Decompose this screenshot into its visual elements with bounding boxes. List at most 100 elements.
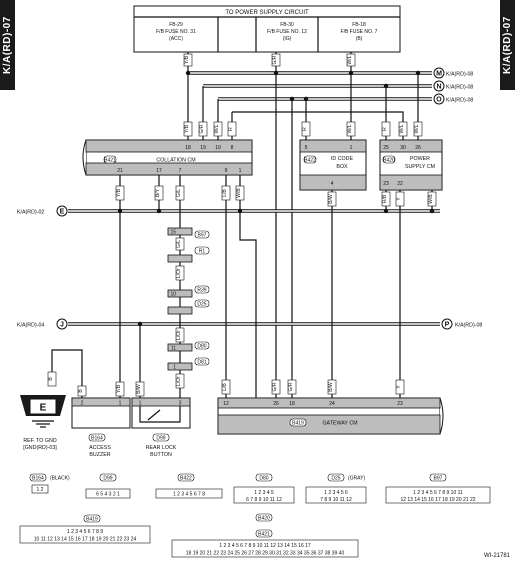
inline-connector-d80-d81: 11 1 D80 D81 L/Or xyxy=(167,341,210,389)
pin-cn5: 1 xyxy=(173,365,176,371)
legend-d25: D25 xyxy=(331,476,340,482)
wire-gl-c7: G/L xyxy=(176,189,182,197)
legend-b97-r1: 1 2 3 4 5 6 7 8 9 10 11 xyxy=(413,490,463,496)
legend-b422-pins: 1 2 3 4 5 6 7 8 xyxy=(173,492,205,498)
ref-o-letter: O xyxy=(436,97,442,104)
idcode-code: B422 xyxy=(304,158,316,164)
ref-line-j: K/A(RD)-04 J P K/A(RD)-08 xyxy=(17,318,482,330)
pin-i1: 5 xyxy=(305,145,308,151)
wire-yb-buzzer: Y/B xyxy=(116,384,122,393)
legend-b422: B422 xyxy=(180,476,192,482)
wire-lb-c8: L/B xyxy=(222,189,228,197)
pin-cn2: 10 xyxy=(170,292,176,298)
legend-b164: B164 xyxy=(32,476,44,482)
collation-bottom-pins: 21 17 7 9 1 xyxy=(117,168,241,174)
fuse-2-circuit: (IG) xyxy=(283,36,292,42)
wire-lor-2: L/Or xyxy=(176,330,182,340)
fuse-2-id: FB-30 xyxy=(280,22,294,28)
rearlock-name-2: BUTTON xyxy=(150,452,172,458)
ground-ref-2: [GND(RD)-03] xyxy=(23,445,57,451)
idcode-name-1: ID CODE xyxy=(331,156,354,162)
ref-m-label: K/A(RD)-08 xyxy=(446,72,473,78)
legend-b419-r1: 1 2 3 4 5 6 7 8 9 xyxy=(67,529,103,535)
wire-wb-c9: W/B xyxy=(236,188,242,198)
conn-d25: D25 xyxy=(197,302,206,308)
wire-rb-p4: R/B xyxy=(382,194,388,203)
pin-r1: 1 xyxy=(139,401,142,407)
wire-yb-c1: Y/B xyxy=(184,124,190,133)
id-code-box: B422 ID CODE BOX 5 1 4 R W/L xyxy=(299,121,367,191)
ref-p-label: K/A(RD)-08 xyxy=(455,323,482,329)
wire-bw-i3: B/W xyxy=(328,194,334,204)
pin-c7: 7 xyxy=(179,168,182,174)
wire-y-g5: Y xyxy=(396,385,402,389)
connector-legend: B164 (BLACK) 1 2 D99 6 5 4 3 2 1 B422 1 … xyxy=(19,473,491,558)
pin-p2: 30 xyxy=(400,145,406,151)
legend-b419: B419 xyxy=(86,517,98,523)
collation-cm: B421 COLLATION CM xyxy=(82,139,253,176)
legend-b421: B421 xyxy=(258,532,270,538)
fuse-1-circuit: (ACC) xyxy=(169,36,183,42)
pin-b2: 1 xyxy=(119,401,122,407)
wire-wl-i2: W/L xyxy=(347,124,353,133)
gateway-name: GATEWAY CM xyxy=(322,421,357,427)
wire-gr-c2: G/R xyxy=(199,124,205,133)
wire-bw-g4: B/W xyxy=(328,382,334,392)
figure-id: WI-21781 xyxy=(484,553,511,559)
ground-ref-1: REF. TO GND xyxy=(23,438,57,444)
rearlock-code: D99 xyxy=(156,436,165,442)
pin-i3: 4 xyxy=(331,181,334,187)
wire-lor-3: L/Or xyxy=(176,376,182,386)
pin-p5: 22 xyxy=(397,181,403,187)
access-buzzer: 2 1 Y/B B164 ACCESS BUZZER xyxy=(71,381,131,458)
upper-wire-labels: Y/B G/R W/L xyxy=(183,53,356,67)
legend-b420-r1: 1 2 3 4 5 6 7 8 9 10 11 12 13 14 15 16 1… xyxy=(219,543,311,549)
pin-g2: 26 xyxy=(273,401,279,407)
pin-g1: 12 xyxy=(223,401,229,407)
fuse-feed-wires xyxy=(185,52,421,398)
ref-j-label: K/A(RD)-04 xyxy=(17,323,44,329)
fuse-2-name: F/B FUSE NO. 12 xyxy=(267,29,307,35)
ref-e-label: K/A(RD)-02 xyxy=(17,210,44,216)
pin-c4: 8 xyxy=(231,145,234,151)
fuse-3-name: F/B FUSE NO. 7 xyxy=(341,29,378,35)
conn-r39: R39 xyxy=(197,288,206,294)
ground-letter: E xyxy=(40,403,47,414)
conn-d81: D81 xyxy=(197,360,206,366)
ref-e-letter: E xyxy=(60,209,65,216)
wire-b-buzzer: B xyxy=(78,389,84,393)
pin-cn1: 15 xyxy=(170,230,176,236)
power-supply-cm: B420 POWER SUPPLY CM 25 30 26 23 22 R W/… xyxy=(379,121,443,191)
pin-g4: 24 xyxy=(329,401,335,407)
pin-b1: 2 xyxy=(81,401,84,407)
ref-marker-n: N K/A(RD)-08 xyxy=(433,80,473,92)
ref-line-e: K/A(RD)-02 E xyxy=(17,205,440,217)
bus-lines xyxy=(188,71,432,101)
legend-b420: B420 xyxy=(258,516,270,522)
legend-d80-r1: 1 2 3 4 5 xyxy=(254,490,274,496)
gateway-code: B419 xyxy=(292,421,304,427)
conn-r1: R1 xyxy=(199,249,206,255)
legend-d99: D99 xyxy=(103,476,112,482)
wire-wl-c3: W/L xyxy=(214,124,220,133)
buzzer-name-2: BUZZER xyxy=(89,452,110,458)
wire-wl-top: W/L xyxy=(347,55,353,64)
rearlock-name-1: REAR LOCK xyxy=(146,445,177,451)
wire-yb-top: Y/B xyxy=(184,55,190,64)
ref-marker-o: O K/A(RD)-08 xyxy=(433,93,473,105)
pin-p1: 25 xyxy=(383,145,389,151)
pin-c6: 17 xyxy=(156,168,162,174)
ref-marker-m: M K/A(RD)-08 xyxy=(433,67,473,79)
legend-d25-r2: 7 8 9 10 11 12 xyxy=(320,497,352,503)
downward-wires xyxy=(117,175,435,408)
powersupply-name-2: SUPPLY CM xyxy=(405,164,435,170)
wire-lor-1: L/Or xyxy=(176,268,182,278)
wire-wb-pr: W/B xyxy=(428,194,434,204)
legend-d80-r2: 6 7 8 9 10 11 12 xyxy=(246,497,282,503)
wire-r-i1: R xyxy=(302,127,308,131)
legend-d25-r1: 1 2 3 4 5 6 xyxy=(324,490,348,496)
pin-r2: 3 xyxy=(179,401,182,407)
ref-j-letter: J xyxy=(60,322,64,329)
legend-b164-pins: 1 2 xyxy=(37,487,44,493)
